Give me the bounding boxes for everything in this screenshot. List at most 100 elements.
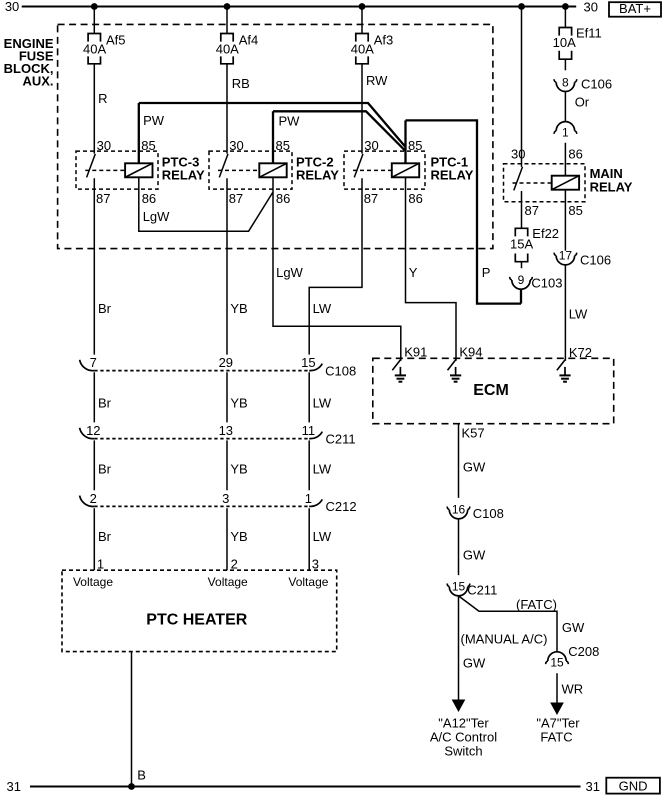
svg-text:8: 8 <box>562 75 569 89</box>
svg-text:2: 2 <box>90 491 97 506</box>
svg-text:Br: Br <box>98 301 112 316</box>
svg-text:87: 87 <box>96 191 110 206</box>
svg-text:Af3: Af3 <box>374 33 394 48</box>
svg-text:86: 86 <box>408 191 422 206</box>
svg-text:30: 30 <box>364 138 378 153</box>
svg-text:FATC: FATC <box>540 729 572 744</box>
svg-text:Switch: Switch <box>444 744 482 759</box>
svg-text:86: 86 <box>568 147 582 162</box>
svg-text:PTC-3: PTC-3 <box>162 155 200 170</box>
svg-text:C103: C103 <box>531 276 562 291</box>
svg-text:K91: K91 <box>404 345 427 360</box>
svg-text:3: 3 <box>312 557 319 572</box>
svg-text:86: 86 <box>142 191 156 206</box>
svg-text:GW: GW <box>562 620 585 635</box>
svg-text:LW: LW <box>569 307 588 322</box>
svg-text:C208: C208 <box>568 644 599 659</box>
svg-text:Voltage: Voltage <box>73 575 113 589</box>
svg-text:85: 85 <box>276 138 290 153</box>
svg-text:10A: 10A <box>553 35 576 50</box>
svg-text:RELAY: RELAY <box>162 168 205 183</box>
svg-text:GW: GW <box>463 655 486 670</box>
svg-text:13: 13 <box>219 423 233 438</box>
svg-text:40A: 40A <box>351 42 374 57</box>
svg-text:11: 11 <box>302 423 316 438</box>
svg-text:15: 15 <box>301 355 315 370</box>
svg-text:PW: PW <box>143 113 165 128</box>
svg-text:WR: WR <box>562 682 584 697</box>
svg-text:29: 29 <box>219 355 233 370</box>
svg-text:C106: C106 <box>580 252 611 267</box>
svg-text:Voltage: Voltage <box>288 575 328 589</box>
svg-text:12: 12 <box>86 423 100 438</box>
svg-text:Af5: Af5 <box>106 33 126 48</box>
svg-text:Y: Y <box>409 265 418 280</box>
svg-text:15: 15 <box>550 656 564 670</box>
svg-text:1: 1 <box>97 557 104 572</box>
svg-text:9: 9 <box>518 273 525 287</box>
svg-text:87: 87 <box>364 191 378 206</box>
svg-text:K72: K72 <box>569 345 592 360</box>
svg-text:P: P <box>482 265 491 280</box>
svg-text:(MANUAL A/C): (MANUAL A/C) <box>461 632 548 647</box>
svg-text:RW: RW <box>366 73 388 88</box>
svg-text:PTC HEATER: PTC HEATER <box>146 611 247 628</box>
svg-text:LW: LW <box>313 529 332 544</box>
svg-text:C108: C108 <box>473 506 504 521</box>
svg-text:Br: Br <box>98 395 112 410</box>
svg-text:17: 17 <box>559 249 573 263</box>
svg-text:31: 31 <box>586 779 600 794</box>
svg-text:LW: LW <box>313 301 332 316</box>
svg-text:C106: C106 <box>581 77 612 92</box>
svg-text:1: 1 <box>305 491 312 506</box>
svg-text:(FATC): (FATC) <box>516 597 557 612</box>
svg-text:RELAY: RELAY <box>296 168 339 183</box>
svg-text:2: 2 <box>231 557 238 572</box>
svg-text:Br: Br <box>98 462 112 477</box>
svg-text:Ef22: Ef22 <box>532 226 559 241</box>
svg-text:YB: YB <box>230 395 247 410</box>
svg-text:RELAY: RELAY <box>431 168 474 183</box>
svg-text:K94: K94 <box>459 345 482 360</box>
svg-text:B: B <box>137 767 146 782</box>
svg-text:RB: RB <box>232 76 250 91</box>
svg-text:"A7"Ter: "A7"Ter <box>536 715 580 730</box>
svg-text:PW: PW <box>279 114 301 129</box>
svg-text:30: 30 <box>5 0 19 14</box>
svg-text:"A12"Ter: "A12"Ter <box>438 715 489 730</box>
svg-text:GW: GW <box>463 459 486 474</box>
svg-text:87: 87 <box>229 191 243 206</box>
svg-text:C211: C211 <box>467 583 497 598</box>
svg-text:Ef11: Ef11 <box>576 26 602 41</box>
svg-text:7: 7 <box>90 355 97 370</box>
svg-text:MAIN: MAIN <box>590 166 623 181</box>
svg-text:YB: YB <box>230 301 247 316</box>
svg-text:85: 85 <box>408 138 422 153</box>
svg-text:30: 30 <box>229 138 243 153</box>
svg-text:GND: GND <box>619 779 648 794</box>
svg-text:Af4: Af4 <box>239 33 259 48</box>
svg-text:YB: YB <box>230 529 247 544</box>
svg-text:15A: 15A <box>510 237 533 252</box>
svg-text:40A: 40A <box>216 42 239 57</box>
svg-text:LgW: LgW <box>276 265 303 280</box>
svg-text:Voltage: Voltage <box>208 575 248 589</box>
svg-text:3: 3 <box>222 491 229 506</box>
svg-text:30: 30 <box>584 0 598 15</box>
svg-text:AUX.: AUX. <box>22 74 53 89</box>
svg-text:30: 30 <box>97 138 111 153</box>
svg-text:LW: LW <box>313 462 332 477</box>
svg-text:YB: YB <box>230 462 247 477</box>
svg-text:Or: Or <box>575 94 590 109</box>
svg-text:BLOCK,: BLOCK, <box>4 61 54 76</box>
svg-text:PTC-2: PTC-2 <box>296 155 334 170</box>
svg-text:FUSE: FUSE <box>19 49 54 64</box>
svg-text:86: 86 <box>276 191 290 206</box>
svg-text:40A: 40A <box>83 42 106 57</box>
svg-text:RELAY: RELAY <box>590 180 633 195</box>
svg-text:LW: LW <box>313 395 332 410</box>
svg-text:A/C Control: A/C Control <box>430 729 497 744</box>
svg-text:C212: C212 <box>326 499 357 514</box>
svg-text:ECM: ECM <box>473 382 509 399</box>
svg-text:C211: C211 <box>326 431 356 446</box>
